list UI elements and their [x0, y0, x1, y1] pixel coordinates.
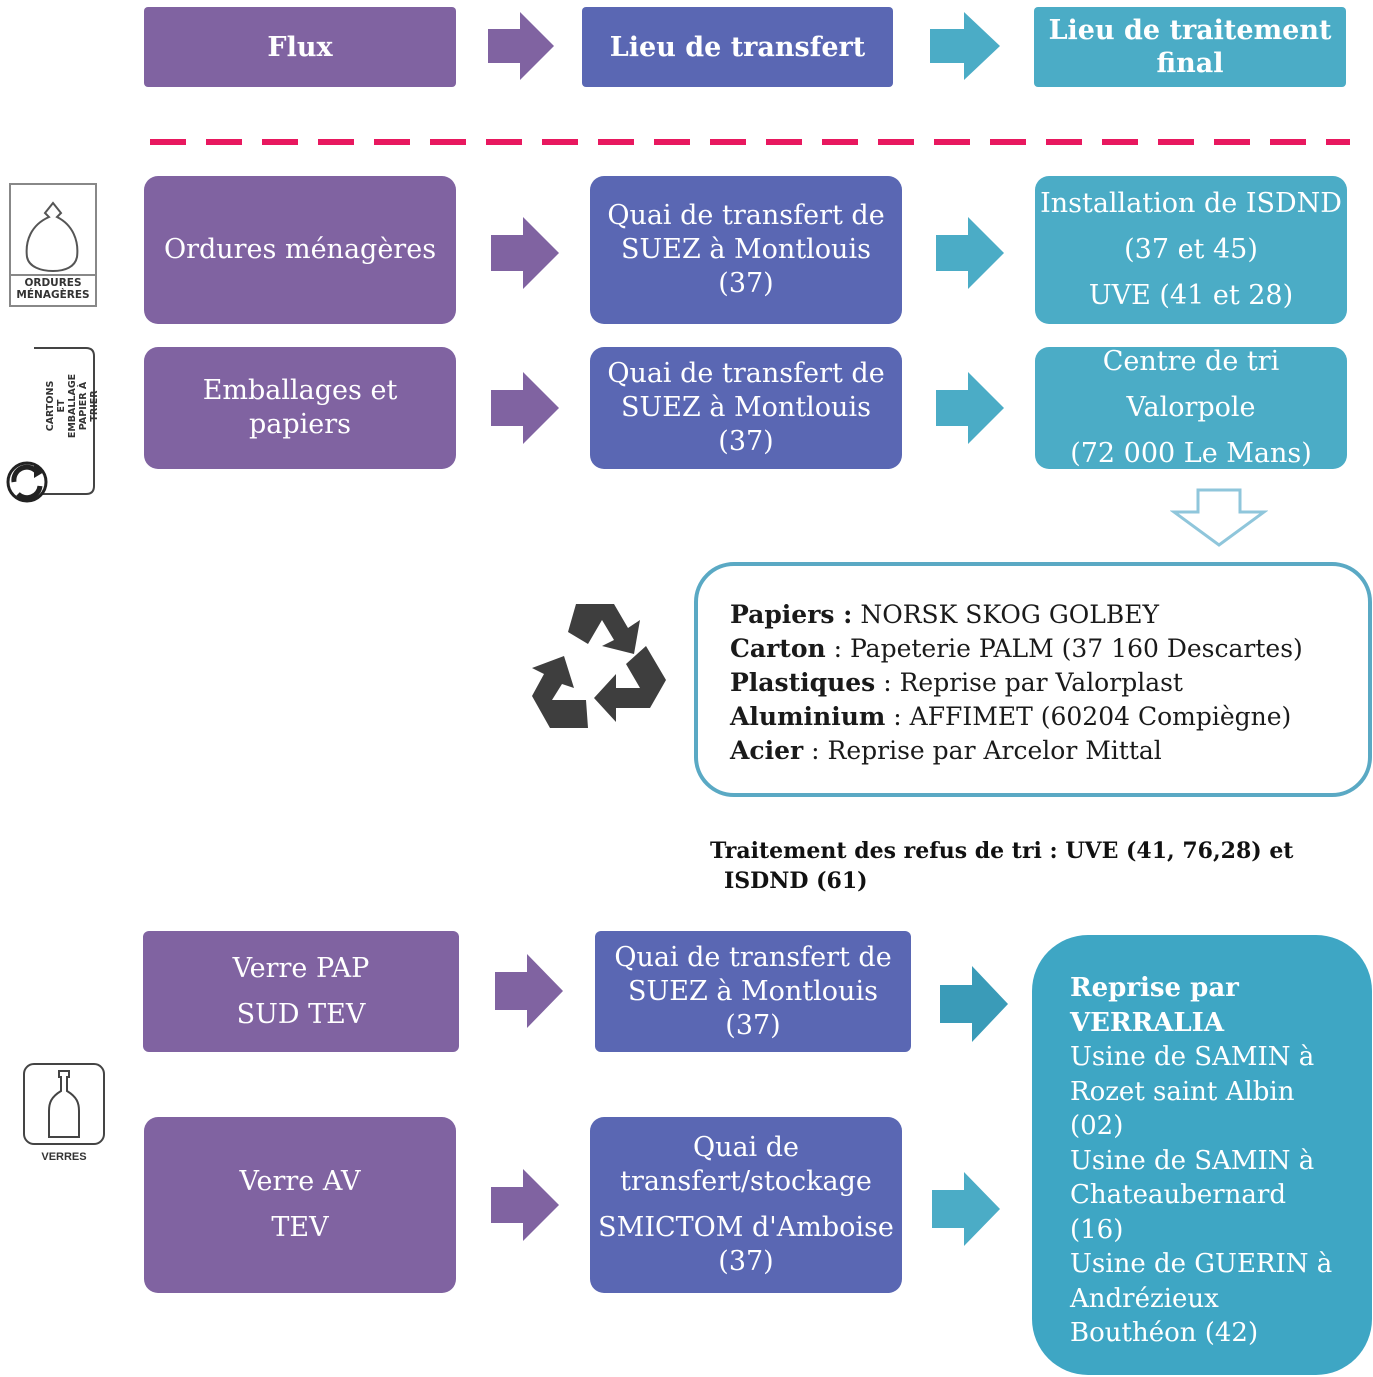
- emb-arrow-2: [936, 372, 1004, 444]
- final-emb-line2: Valorpole: [1126, 392, 1256, 423]
- transfert-om-line2: SUEZ à Montlouis: [621, 234, 871, 265]
- reprise-info-box: Papiers : NORSK SKOG GOLBEY Carton : Pap…: [694, 562, 1372, 797]
- header-arrow-1: [488, 12, 554, 80]
- verre-pap-arrow-2: [940, 966, 1008, 1042]
- verralia-line: Chateaubernard: [1070, 1180, 1286, 1210]
- reprise-row: Acier : Reprise par Arcelor Mittal: [730, 734, 1368, 768]
- verre-pap-arrow-1: [495, 954, 563, 1028]
- header-transfert-label: Lieu de transfert: [609, 31, 866, 63]
- flux-verre-av: Verre AV TEV: [144, 1117, 456, 1293]
- refus-line2: ISDND (61): [724, 868, 868, 894]
- reprise-row: Plastiques : Reprise par Valorplast: [730, 666, 1368, 700]
- verralia-title-line2: VERRALIA: [1070, 1007, 1224, 1038]
- verre-av-arrow-1: [491, 1169, 559, 1241]
- reprise-row: Aluminium : AFFIMET (60204 Compiègne): [730, 700, 1368, 734]
- transfert-verre-av-line1: Quai de: [692, 1132, 800, 1163]
- verralia-line: (02): [1070, 1111, 1124, 1141]
- ordures-menageres-icon: ORDURES MÉNAGÈRES: [9, 183, 97, 307]
- verralia-line: Rozet saint Albin: [1070, 1076, 1295, 1107]
- transfert-emb-line1: Quai de transfert de: [607, 358, 885, 389]
- cartons-emballage-icon: CARTONS ET EMBALLAGE PAPIER À TRIER: [4, 346, 100, 508]
- ordures-icon-text-2: MÉNAGÈRES: [16, 289, 90, 301]
- reprise-value: : AFFIMET (60204 Compiègne): [885, 702, 1292, 731]
- om-arrow-2: [936, 217, 1004, 289]
- verralia-line: Usine de SAMIN à: [1070, 1042, 1315, 1072]
- final-emb-line1: Centre de tri: [1102, 346, 1280, 377]
- verralia-title-line1: Reprise par: [1070, 973, 1239, 1003]
- transfert-verre-pap: Quai de transfert de SUEZ à Montlouis (3…: [595, 931, 911, 1052]
- transfert-verre-pap-line1: Quai de transfert de: [614, 941, 892, 973]
- verralia-line: Andrézieux: [1070, 1283, 1219, 1314]
- ordures-icon-text-1: ORDURES: [24, 277, 82, 289]
- transfert-verre-av-line2: transfert/stockage: [620, 1166, 872, 1197]
- cartons-icon-text-3: PAPIER À TRIER: [78, 381, 100, 431]
- flux-emballages-line1: Emballages et: [202, 375, 398, 406]
- final-emb-line3: (72 000 Le Mans): [1070, 438, 1312, 469]
- reprise-label: Carton: [730, 634, 826, 663]
- refus-line1: Traitement des refus de tri : UVE (41, 7…: [710, 838, 1294, 864]
- flux-verre-av-line1: Verre AV: [239, 1166, 361, 1197]
- flux-verre-pap: Verre PAP SUD TEV: [143, 931, 459, 1052]
- flux-emballages: Emballages et papiers: [144, 347, 456, 469]
- reprise-label: Papiers :: [730, 600, 853, 629]
- final-om-line2: (37 et 45): [1124, 234, 1258, 265]
- om-arrow-1: [491, 217, 559, 289]
- transfert-emb-line3: (37): [718, 426, 774, 457]
- verre-av-arrow-2: [932, 1172, 1000, 1246]
- reprise-value: NORSK SKOG GOLBEY: [852, 600, 1160, 629]
- flux-ordures-label: Ordures ménagères: [163, 234, 437, 265]
- verres-icon-text: VERRES: [41, 1151, 87, 1163]
- emb-arrow-1: [491, 372, 559, 444]
- flux-ordures-menageres: Ordures ménagères: [144, 176, 456, 324]
- transfert-om-line3: (37): [718, 268, 774, 299]
- reprise-label: Plastiques: [730, 668, 876, 697]
- transfert-verre-av-line4: (37): [718, 1246, 774, 1277]
- recycle-icon: [532, 604, 666, 728]
- reprise-label: Acier: [730, 736, 804, 765]
- final-om: Installation de ISDND (37 et 45) UVE (41…: [1035, 176, 1347, 324]
- transfert-om: Quai de transfert de SUEZ à Montlouis (3…: [590, 176, 902, 324]
- header-traitement-line1: Lieu de traitement: [1048, 15, 1332, 46]
- reprise-value: : Reprise par Valorplast: [875, 668, 1183, 697]
- reprise-label: Aluminium: [730, 702, 886, 731]
- verralia-line: (16): [1070, 1214, 1124, 1245]
- transfert-verre-pap-line3: (37): [725, 1009, 781, 1041]
- final-om-line3: UVE (41 et 28): [1088, 280, 1294, 311]
- verralia-box: Reprise par VERRALIA Usine de SAMIN à Ro…: [1032, 935, 1372, 1375]
- dashed-separator: [150, 139, 1350, 145]
- down-arrow: [1170, 488, 1268, 547]
- refus-tri-note: Traitement des refus de tri : UVE (41, 7…: [710, 836, 1330, 896]
- reprise-row: Papiers : NORSK SKOG GOLBEY: [730, 598, 1368, 632]
- header-flux: Flux: [144, 7, 456, 87]
- cartons-icon-text-2: ET EMBALLAGE: [56, 373, 78, 439]
- transfert-verre-pap-line2: SUEZ à Montlouis: [628, 975, 878, 1007]
- transfert-emb: Quai de transfert de SUEZ à Montlouis (3…: [590, 347, 902, 469]
- flux-verre-pap-line2: SUD TEV: [236, 998, 366, 1030]
- flux-emballages-line2: papiers: [248, 409, 352, 440]
- header-flux-label: Flux: [267, 31, 333, 63]
- verres-icon: VERRES: [23, 1063, 105, 1169]
- transfert-verre-av: Quai de transfert/stockage SMICTOM d'Amb…: [590, 1117, 902, 1293]
- verralia-line: Usine de SAMIN à: [1070, 1145, 1315, 1176]
- final-emb: Centre de tri Valorpole (72 000 Le Mans): [1035, 346, 1347, 469]
- header-traitement-line2: final: [1156, 48, 1224, 79]
- header-transfert: Lieu de transfert: [582, 7, 893, 87]
- reprise-value: : Papeterie PALM (37 160 Descartes): [825, 634, 1303, 663]
- transfert-om-line1: Quai de transfert de: [607, 200, 885, 231]
- verralia-line: Usine de GUERIN à: [1070, 1249, 1333, 1279]
- final-om-line1: Installation de ISDND: [1040, 188, 1342, 219]
- cartons-icon-text-1: CARTONS: [45, 380, 56, 432]
- flux-verre-av-line2: TEV: [271, 1212, 329, 1243]
- transfert-emb-line2: SUEZ à Montlouis: [621, 392, 871, 423]
- flux-verre-pap-line1: Verre PAP: [232, 952, 370, 984]
- verralia-line: Bouthéon (42): [1070, 1318, 1259, 1348]
- transfert-verre-av-line3: SMICTOM d'Amboise: [598, 1212, 894, 1243]
- header-arrow-2: [930, 12, 1000, 80]
- reprise-row: Carton : Papeterie PALM (37 160 Descarte…: [730, 632, 1368, 666]
- reprise-value: : Reprise par Arcelor Mittal: [803, 736, 1162, 765]
- header-traitement: Lieu de traitement final: [1034, 7, 1346, 87]
